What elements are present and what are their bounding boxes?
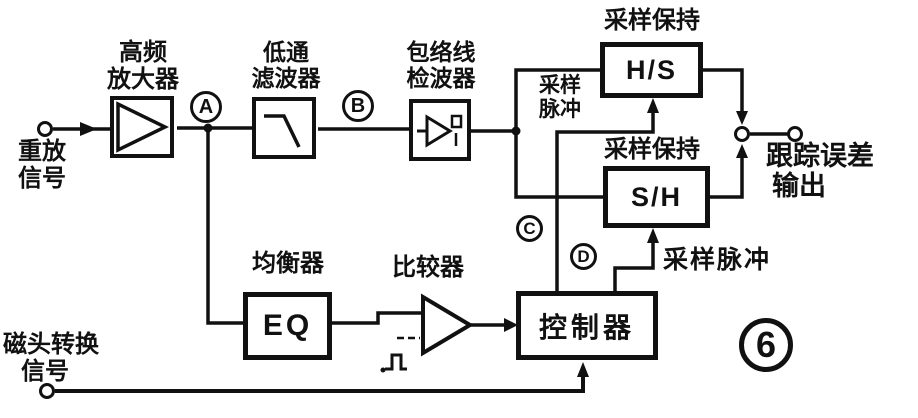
playback-signal-label-line2: 信号 (18, 164, 66, 192)
lowpass-filter-label: 低通 滤波器 (240, 39, 332, 92)
head-switch-signal-label: 磁头转换 信号 (3, 331, 99, 386)
hf-amplifier-label-line1: 高频 (119, 39, 167, 66)
playback-input-terminal (37, 121, 53, 137)
node-a-letter: A (198, 95, 214, 118)
tracking-error-output-terminal (787, 126, 803, 142)
wire-comparator-to-controller (470, 318, 518, 332)
equalizer-box: EQ (243, 292, 332, 360)
controller-text: 控制器 (538, 311, 635, 343)
playback-signal-label-line1: 重放 (18, 138, 66, 165)
sample-hold-box: S/H (603, 166, 710, 228)
sum-node (734, 126, 750, 142)
lowpass-filter-box (252, 97, 316, 159)
hf-amplifier-label-line2: 放大器 (107, 65, 179, 93)
sample-pulse-sh-label: 采样脉冲 (663, 246, 772, 274)
playback-signal-label: 重放 信号 (0, 138, 84, 193)
wire-hs-to-sum (703, 68, 748, 125)
node-a: A (190, 91, 222, 123)
envelope-detector-box (409, 99, 471, 161)
envelope-detector-icon (417, 114, 463, 148)
tracking-error-output-label-line1: 跟踪误差 (766, 141, 874, 171)
lowpass-filter-icon (264, 114, 301, 148)
wire-headswitch-to-controller (55, 362, 589, 393)
hf-amplifier-label: 高频 放大器 (88, 39, 198, 94)
hf-amplifier-box (110, 96, 174, 158)
comparator-icon (421, 293, 474, 357)
sample-pulse-hs-label-line2: 脉冲 (539, 97, 581, 121)
comparator-label: 比较器 (392, 254, 464, 281)
envelope-detector-label: 包络线 检波器 (388, 39, 494, 92)
controller-box: 控制器 (516, 291, 658, 360)
equalizer-text: EQ (262, 309, 313, 342)
headswitch-input-terminal (39, 383, 55, 399)
lowpass-filter-label-line1: 低通 (263, 39, 309, 65)
figure-number-badge: 6 (739, 318, 793, 372)
wire-a-to-eq (206, 128, 245, 325)
pulse-icon (380, 353, 407, 373)
node-b-letter: B (350, 94, 366, 117)
hold-sample-box: H/S (600, 42, 703, 98)
hold-sample-text: H/S (625, 54, 677, 85)
lowpass-filter-label-line2: 滤波器 (251, 64, 321, 91)
node-b: B (342, 90, 374, 122)
amplifier-icon (116, 101, 169, 153)
equalizer-label: 均衡器 (252, 250, 324, 277)
sample-pulse-hs-label-line1: 采样 (539, 74, 581, 97)
tracking-error-output-label: 跟踪误差 输出 (766, 141, 874, 201)
sample-pulse-hs-label: 采样 脉冲 (518, 74, 602, 121)
node-c: C (516, 215, 543, 242)
wire-junction-to-sh (514, 131, 605, 199)
wire-controller-to-hs-pulse (555, 98, 659, 292)
tracking-error-output-label-line2: 输出 (772, 171, 826, 202)
wire-junction-to-hs (514, 68, 602, 131)
envelope-detector-label-line2: 检波器 (406, 64, 476, 91)
head-switch-signal-label-line2: 信号 (21, 357, 69, 385)
sample-hold-text: S/H (630, 181, 682, 212)
wire-sh-to-sum (710, 144, 748, 199)
node-d: D (570, 243, 597, 270)
head-switch-signal-label-line1: 磁头转换 (3, 331, 99, 358)
node-c-letter: C (523, 218, 536, 238)
node-d-letter: D (577, 246, 590, 266)
sample-hold-hs-label: 采样保持 (604, 7, 700, 34)
wire-eq-to-comparator (332, 311, 422, 325)
wire-playback-input (53, 122, 110, 136)
envelope-detector-label-line1: 包络线 (406, 39, 476, 65)
sample-hold-sh-label: 采样保持 (604, 136, 700, 163)
wire-controller-to-sh-pulse (613, 228, 659, 292)
figure-number-text: 6 (755, 324, 777, 365)
